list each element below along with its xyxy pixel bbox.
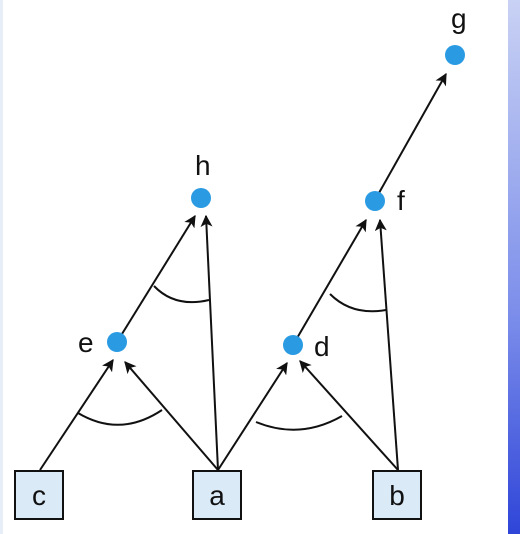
edge-a-h [200, 214, 219, 471]
input-label-b: b [389, 480, 405, 511]
label-e: e [78, 327, 94, 358]
label-h: h [195, 150, 211, 181]
edge-d-f [292, 218, 367, 346]
right-edge-gradient [508, 0, 520, 534]
input-label-c: c [32, 480, 46, 511]
node-d [283, 335, 303, 355]
edge-a-e [124, 361, 219, 471]
edge-e-h [116, 214, 196, 343]
label-f: f [397, 185, 405, 216]
edge-f-g [374, 72, 447, 201]
edge-b-f [374, 218, 399, 471]
input-box-a: a [192, 470, 242, 520]
arc-d [255, 415, 343, 431]
input-box-c: c [14, 470, 64, 520]
node-g [445, 45, 465, 65]
node-h [191, 188, 211, 208]
arc-h [153, 285, 210, 304]
label-d: d [314, 331, 330, 362]
node-e [107, 332, 127, 352]
input-label-a: a [209, 480, 225, 511]
edge-c-e [39, 359, 114, 471]
left-border [0, 0, 3, 534]
arc-f [329, 293, 387, 313]
label-g: g [451, 3, 467, 34]
input-box-b: b [372, 470, 422, 520]
edge-a-d [217, 361, 288, 471]
node-f [365, 191, 385, 211]
edge-b-d [299, 360, 399, 471]
arc-e [77, 409, 163, 426]
